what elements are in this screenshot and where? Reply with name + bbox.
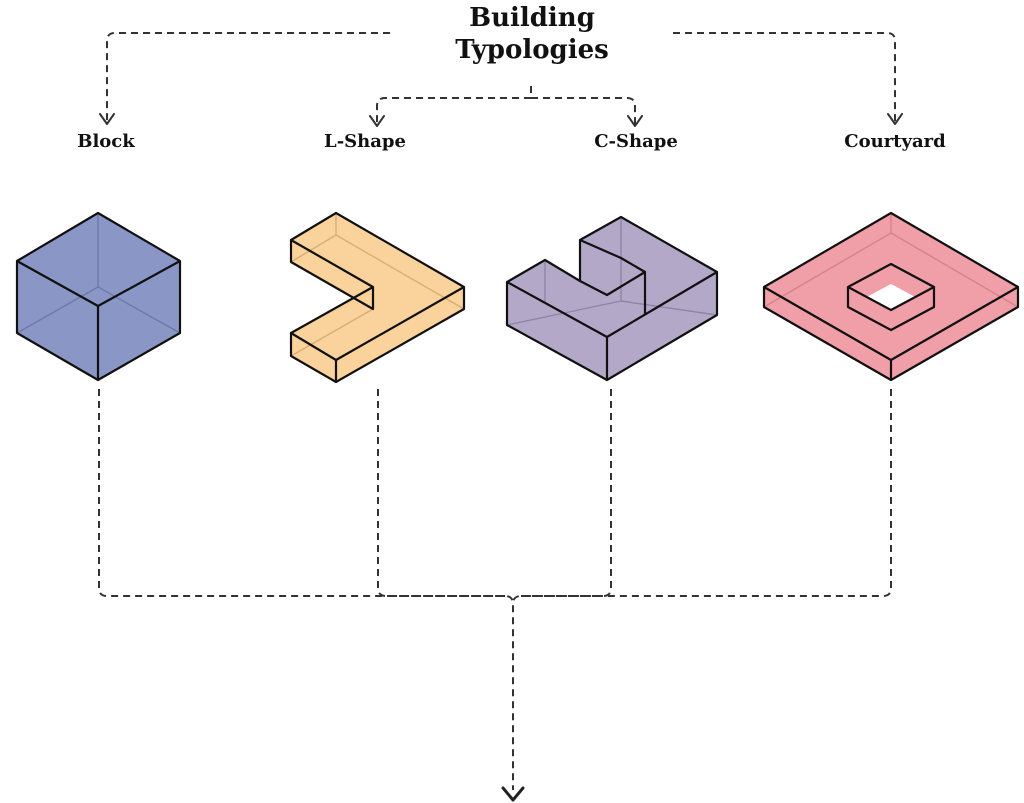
block-right-face [98, 261, 180, 380]
title-line-2: Typologies [455, 35, 609, 65]
top-connectors [99, 32, 903, 127]
label-l-shape: L-Shape [324, 131, 406, 152]
c-shape-inner-wall [621, 258, 645, 315]
l-shape-inner-face [291, 240, 373, 309]
connector-title-to-c-shape [531, 97, 636, 124]
block-left-face [17, 261, 98, 380]
l-shape-front-face-right [336, 287, 464, 382]
courtyard-right-face [891, 287, 1018, 380]
connector-courtyard-down [512, 389, 892, 605]
c-shape-outline [505, 215, 719, 382]
block-shape [15, 211, 182, 382]
block-hidden-edges [16, 213, 181, 334]
title-line-1: Building [469, 3, 595, 33]
diagram-title: Building Typologies [392, 2, 672, 66]
courtyard-left-face [764, 287, 891, 380]
arrowhead-output [501, 786, 525, 802]
arrowhead-block [99, 113, 115, 125]
connector-block-down [98, 389, 514, 790]
c-shape-right-face [607, 272, 717, 380]
l-shape-top-face [291, 213, 464, 360]
arrowhead-courtyard [887, 113, 903, 125]
courtyard-top-face [764, 213, 1018, 360]
courtyard-shape [762, 211, 1020, 382]
courtyard-inner-wall-right [891, 264, 934, 307]
c-shape-shape [505, 215, 719, 382]
l-shape-shape [289, 211, 466, 384]
label-block: Block [77, 131, 135, 152]
courtyard-hidden-edges [763, 213, 1019, 308]
bottom-connectors [98, 389, 892, 802]
label-courtyard: Courtyard [844, 131, 946, 152]
label-c-shape: C-Shape [594, 131, 678, 152]
l-shape-front-face-left [291, 333, 336, 382]
connector-l-shape-down [377, 389, 505, 597]
connector-title-to-block [106, 32, 390, 122]
arrowhead-c-shape [627, 115, 643, 127]
connector-title-to-courtyard [673, 32, 896, 122]
courtyard-inner-wall-left [848, 264, 891, 307]
arrowhead-l-shape [369, 115, 385, 127]
connector-c-shape-down [521, 389, 612, 597]
l-shape-hidden-edges [290, 213, 465, 357]
connector-title-to-l-shape [376, 97, 531, 124]
c-shape-left-face [507, 282, 607, 380]
